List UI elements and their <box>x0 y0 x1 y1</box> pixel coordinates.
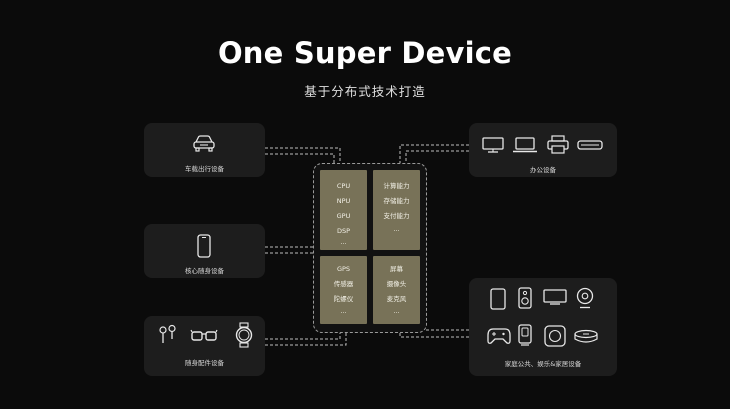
peripheral-item: ... <box>393 307 400 315</box>
gamepad-icon <box>487 327 511 345</box>
processor-item: GPU <box>336 212 351 220</box>
card-car-label: 车载出行设备 <box>185 165 224 173</box>
projector-icon <box>577 139 603 151</box>
capability-item: 支付能力 <box>383 212 410 220</box>
printer-icon <box>547 135 569 155</box>
webcam-icon <box>576 287 594 309</box>
smart-hub-icon <box>544 325 566 347</box>
card-phone-label: 核心随身设备 <box>185 267 224 275</box>
peripheral-item: 屏幕 <box>390 265 403 273</box>
peripheral-item: 摄像头 <box>386 280 407 288</box>
sensor-item: 传感器 <box>333 280 354 288</box>
link-home-2 <box>399 331 469 338</box>
peripherals-cell: 屏幕 摄像头 麦克风 ... <box>373 256 420 324</box>
tv-icon <box>543 289 567 305</box>
car-icon <box>192 134 216 152</box>
card-home-label: 家庭公共、娱乐&家居设备 <box>504 360 582 368</box>
smartphone-icon <box>197 234 211 258</box>
link-office-2 <box>405 150 469 163</box>
glasses-icon <box>190 329 218 343</box>
card-accessory-devices: 随身配件设备 <box>144 316 265 376</box>
page-title: One Super Device <box>217 36 513 70</box>
link-office <box>399 144 469 163</box>
processors-cell: CPU NPU GPU DSP ... <box>320 170 367 250</box>
monitor-icon <box>482 137 504 153</box>
capability-item: 存储能力 <box>383 197 410 205</box>
processor-item: CPU <box>336 182 351 190</box>
link-car-2 <box>265 153 335 163</box>
smartwatch-icon <box>235 322 253 348</box>
card-office-devices: 办公设备 <box>469 123 617 177</box>
card-home-devices: 家庭公共、娱乐&家居设备 <box>469 278 617 376</box>
router-icon <box>517 324 533 346</box>
capabilities-cell: 计算能力 存储能力 支付能力 ... <box>373 170 420 250</box>
robot-vacuum-icon <box>573 329 599 345</box>
core-device-block: CPU NPU GPU DSP ... 计算能力 存储能力 支付能力 ... G… <box>313 163 427 333</box>
peripheral-item: 麦克风 <box>386 295 407 303</box>
processor-item: ... <box>340 238 347 246</box>
earbuds-icon <box>158 324 178 347</box>
link-car <box>265 147 341 163</box>
link-accessories-2 <box>265 331 347 346</box>
processor-item: DSP <box>336 227 351 235</box>
sensor-item: 陀螺仪 <box>333 295 354 303</box>
sensor-item: GPS <box>336 265 351 273</box>
capability-item: ... <box>393 225 400 233</box>
card-accessory-label: 随身配件设备 <box>185 359 224 367</box>
sensors-cell: GPS 传感器 陀螺仪 ... <box>320 256 367 324</box>
tablet-icon <box>490 288 506 310</box>
capability-item: 计算能力 <box>383 182 410 190</box>
laptop-icon <box>513 137 537 153</box>
card-phone-devices: 核心随身设备 <box>144 224 265 278</box>
speaker-icon <box>518 287 532 309</box>
link-accessories <box>265 331 341 340</box>
card-car-devices: 车载出行设备 <box>144 123 265 177</box>
processor-item: NPU <box>336 197 351 205</box>
sensor-item: ... <box>340 307 347 315</box>
card-office-label: 办公设备 <box>530 166 556 174</box>
page-subtitle: 基于分布式技术打造 <box>304 84 426 99</box>
